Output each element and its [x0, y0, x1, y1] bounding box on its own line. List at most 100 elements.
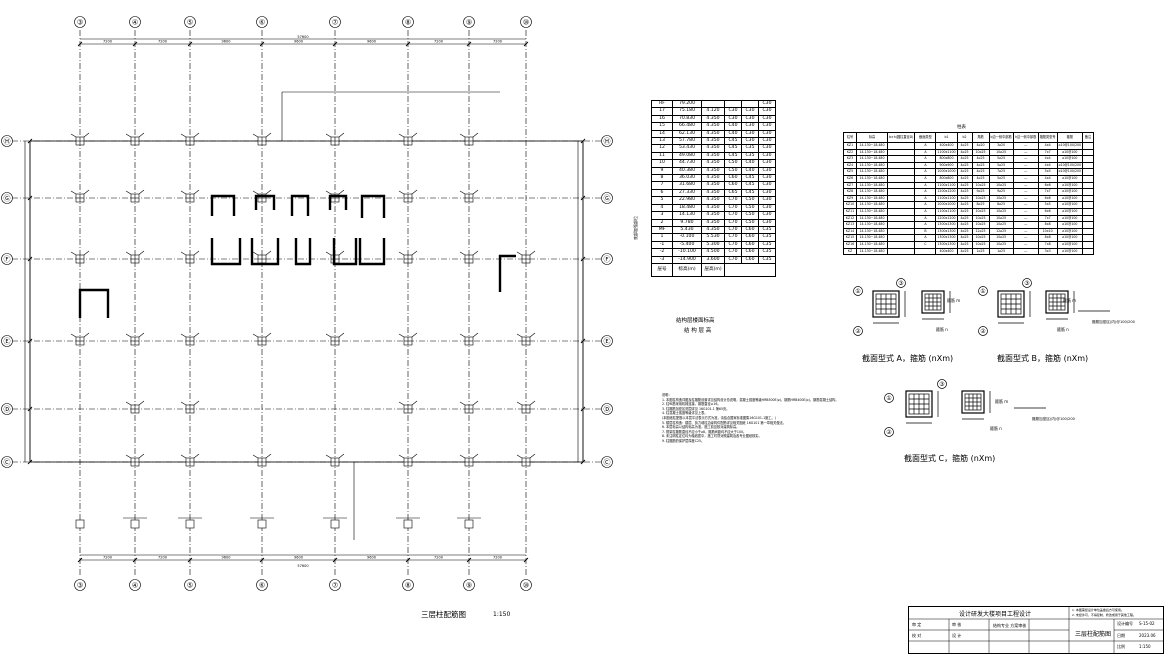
column-table-cell: 1000x1000: [935, 168, 958, 176]
column-leader: [70, 190, 77, 195]
grid-label-x: ⑤: [187, 19, 193, 27]
storey-cell: C65: [724, 188, 742, 198]
column-table-cell: [1082, 142, 1095, 150]
column-table-cell: 1200x1200: [935, 188, 958, 196]
column-table-cell: 10⌀25: [971, 234, 990, 242]
column-table-cell: [1082, 214, 1095, 223]
storey-footer-cell: 标高(m): [672, 262, 702, 277]
column-symbol: [398, 132, 418, 146]
storey-cell: C30: [758, 174, 776, 183]
dimension-text: 9600: [367, 40, 376, 44]
column-leader: [83, 132, 90, 138]
column-symbol: [70, 250, 90, 264]
storey-cell: 5.300: [701, 240, 725, 250]
storey-cell: [724, 99, 742, 109]
dimension-text: 7200: [493, 40, 502, 44]
column-leader: [411, 189, 418, 195]
storey-cell: C50: [741, 218, 759, 227]
column-leader: [338, 132, 345, 138]
storey-cell: 4.350: [701, 181, 725, 190]
grid-label-y: Ⓔ: [4, 338, 11, 346]
column-symbol: [252, 132, 272, 146]
column-symbol: [516, 400, 536, 414]
title-block-project: 设计研发大楼项目工程设计: [959, 611, 1032, 618]
storey-cell: C30: [741, 122, 759, 131]
column-leader: [472, 132, 479, 138]
column-table-cell: 14.130~18.480: [856, 207, 888, 216]
column-leader: [529, 332, 536, 338]
column-symbol-bottom: [403, 519, 413, 529]
dimension-total-text: 57600: [297, 35, 308, 39]
column-table-cell: 10⌀25: [988, 240, 1014, 249]
column-table-cell: 4⌀25: [971, 155, 990, 163]
note-line: 7. 框架柱箍筋直径不应小于⌀8，箍筋间距均不应大于100。: [662, 429, 747, 434]
column-table-cell: A: [914, 155, 937, 163]
column-table-cell: [886, 201, 916, 209]
grid-bubble: [1, 192, 13, 204]
column-symbol-bottom: [130, 519, 140, 529]
column-table-cell: 3⌀20: [988, 142, 1014, 150]
grid-label-x: ⑥: [259, 19, 265, 27]
column-leader: [398, 251, 405, 256]
title-block-scale: 1:150: [1139, 644, 1151, 649]
column-table-cell: 14.130~18.480: [856, 142, 888, 150]
column-table-cell: 4x4: [1037, 161, 1058, 170]
column-symbol: [325, 453, 345, 467]
grid-bubble: [601, 253, 613, 265]
storey-cell: 40.380: [672, 166, 702, 176]
section-callout-tag: ②: [886, 429, 892, 436]
column-leader: [459, 133, 466, 138]
storey-cell: C70: [724, 218, 742, 227]
column-table-cell: A: [914, 201, 937, 209]
column-table-cell: [1082, 155, 1095, 163]
grid-label-x: ③: [77, 19, 83, 27]
column-table-cell: [886, 221, 916, 229]
column-symbol: [125, 332, 145, 346]
column-table-cell: [886, 247, 916, 256]
column-leader: [459, 190, 466, 195]
storey-cell: C70: [724, 248, 742, 257]
column-table-title: 柱表: [957, 125, 966, 130]
column-table-cell: [1082, 240, 1095, 249]
column-table-cell: —: [1012, 227, 1039, 236]
column-symbol: [459, 189, 479, 203]
grid-bubble: [463, 579, 475, 591]
dimension-text: 7200: [158, 40, 167, 44]
grid-bubble: [129, 16, 141, 28]
dimension-total-text: 57600: [297, 564, 308, 568]
section-callout-tag: ①: [855, 288, 860, 295]
dimension-text: 9600: [222, 40, 231, 44]
section-callout-tag: ①: [980, 288, 985, 295]
grid-bubble: [601, 192, 613, 204]
title-block-char-3: 校 对: [912, 633, 922, 638]
column-table-cell: 14.130~18.480: [856, 214, 888, 223]
column-table-cell: 400x400: [935, 247, 958, 256]
grid-bubble: [601, 456, 613, 468]
storey-cell: C40: [724, 129, 742, 139]
column-table-cell: ⌀10@100: [1056, 148, 1084, 157]
storey-cell: 53.430: [672, 144, 702, 153]
column-table-cell: A: [914, 194, 937, 203]
section-a-detail: [921, 290, 951, 320]
column-leader: [472, 332, 479, 338]
storey-cell: C30: [724, 114, 742, 124]
column-table-cell: 1100x1100: [935, 181, 958, 190]
grid-label-x: ⑩: [523, 582, 529, 590]
plan-title: 三层柱配筋图: [421, 610, 466, 619]
column-leader: [459, 401, 466, 406]
section-b-anchor-note: 箍筋加密区(内)@100/200: [1092, 320, 1135, 324]
storey-cell: 10: [651, 159, 673, 168]
storey-cell: C35: [758, 233, 776, 242]
column-table-cell: 10⌀25: [988, 181, 1014, 190]
storey-cell: C40: [741, 166, 759, 176]
storey-cell: -5.400: [672, 240, 702, 250]
grid-bubble: [601, 335, 613, 347]
grid-label-y: Ⓗ: [604, 138, 611, 146]
